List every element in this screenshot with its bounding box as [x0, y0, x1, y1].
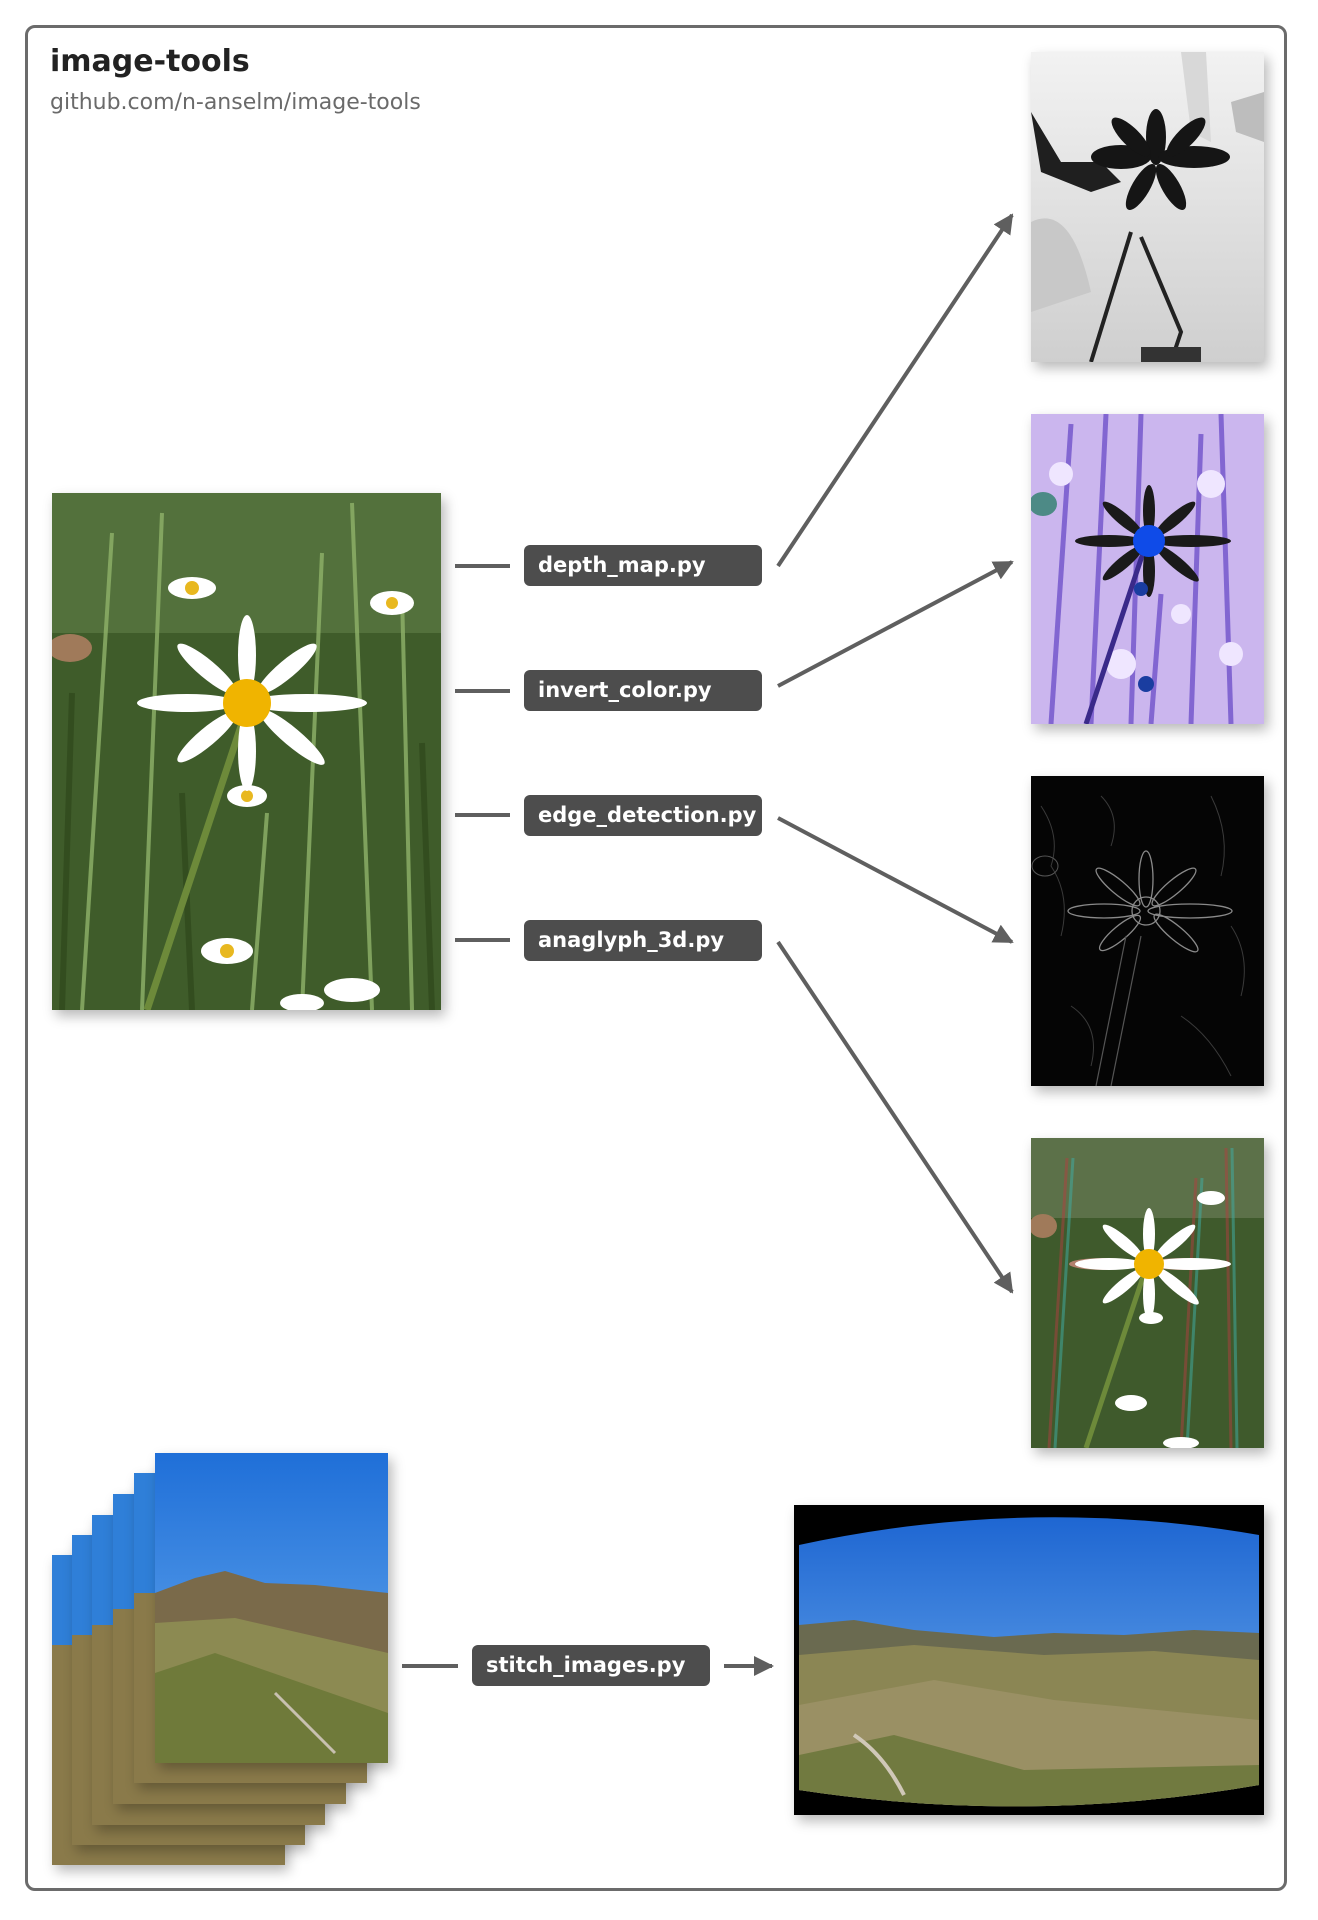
anaglyph-3d-output [1031, 1138, 1264, 1448]
script-label-invert-color: invert_color.py [524, 670, 762, 711]
edge-detection-output [1031, 776, 1264, 1086]
page-title: image-tools [50, 44, 250, 79]
script-label-anaglyph-3d: anaglyph_3d.py [524, 920, 762, 961]
invert-color-output [1031, 414, 1264, 724]
script-label-depth-map: depth_map.py [524, 545, 762, 586]
stitch-source-photo-6 [155, 1453, 388, 1763]
source-daisy-photo [52, 493, 441, 1010]
stitched-panorama-output [794, 1505, 1264, 1815]
depth-map-output [1031, 52, 1264, 362]
script-label-edge-detection: edge_detection.py [524, 795, 762, 836]
script-label-stitch-images: stitch_images.py [472, 1645, 710, 1686]
repo-url: github.com/n-anselm/image-tools [50, 90, 421, 115]
